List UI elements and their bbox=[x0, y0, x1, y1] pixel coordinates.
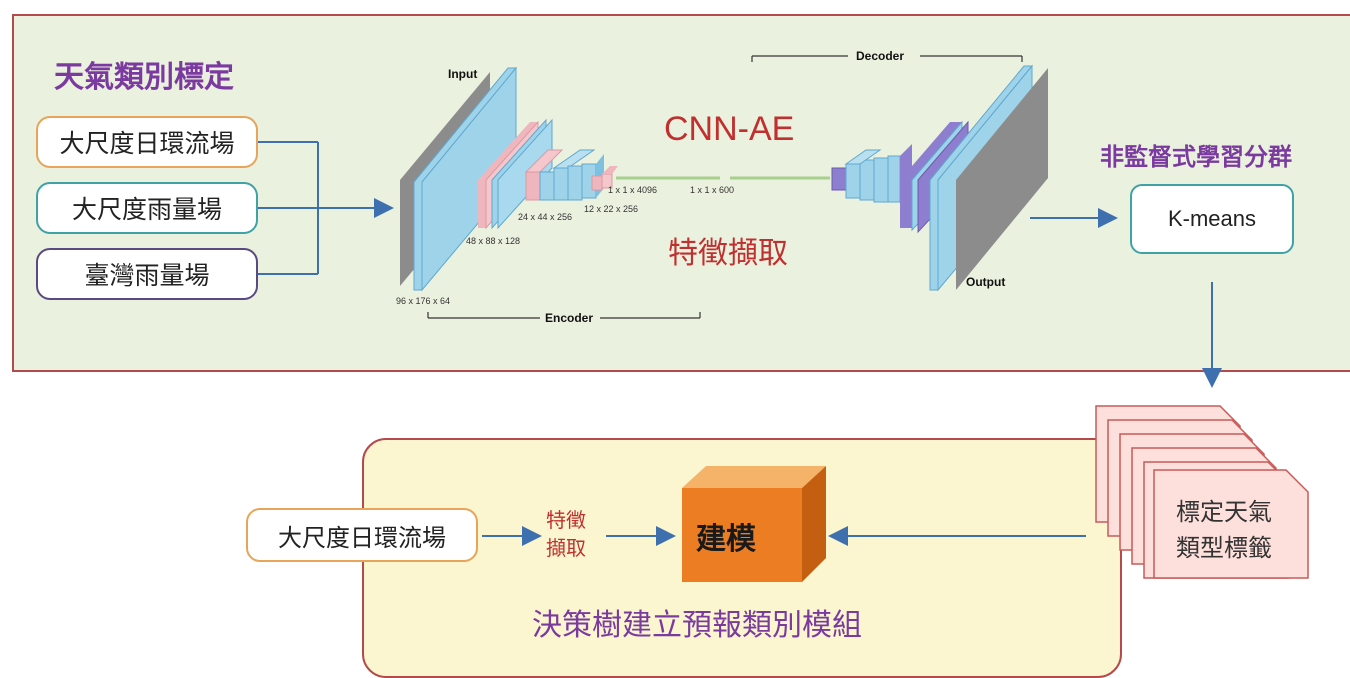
dim-label: 96 x 176 x 64 bbox=[396, 296, 451, 306]
enc-pink-3 bbox=[591, 175, 603, 191]
enc-pink-2 bbox=[525, 171, 541, 201]
kmeans-box: K-means bbox=[1130, 184, 1294, 254]
feature-line-2: 擷取 bbox=[546, 536, 586, 560]
clustering-title: 非監督式學習分群 bbox=[1100, 143, 1292, 171]
input-connector bbox=[258, 141, 394, 275]
kmeans-label: K-means bbox=[1167, 206, 1257, 231]
bottom-feature-label: 特徵 擷取 bbox=[546, 506, 586, 562]
dec-purple-2 bbox=[900, 122, 962, 228]
dec-purple-1 bbox=[831, 167, 847, 191]
enc-blue-2 bbox=[539, 171, 555, 201]
bottom-input-box: 大尺度日環流場 bbox=[246, 508, 478, 562]
bottom-input-label: 大尺度日環流場 bbox=[278, 523, 446, 552]
decoder-layers bbox=[831, 64, 1048, 292]
decoder-bracket bbox=[751, 55, 1023, 62]
label-card-stack bbox=[1095, 405, 1309, 579]
decoder-label: Decoder bbox=[856, 49, 905, 63]
input-box-rainfall: 大尺度雨量場 bbox=[36, 182, 258, 234]
dim-label: 12 x 22 x 256 bbox=[584, 204, 639, 214]
dim-label: 24 x 44 x 256 bbox=[518, 212, 573, 222]
encoder-layers bbox=[400, 66, 618, 292]
label-card-front bbox=[1153, 469, 1309, 579]
model-cube bbox=[682, 466, 826, 582]
dec-blue-1 bbox=[845, 163, 861, 199]
labels-text: 標定天氣 類型標籤 bbox=[1176, 494, 1272, 566]
model-label: 建模 bbox=[696, 522, 756, 557]
bottom-title: 決策樹建立預報類別模組 bbox=[532, 608, 862, 643]
encoder-label: Encoder bbox=[545, 311, 594, 325]
diagram-canvas bbox=[258, 55, 1309, 582]
model-name: CNN-AE bbox=[664, 110, 795, 148]
feature-extraction-label: 特徵擷取 bbox=[668, 236, 788, 271]
input-box-taiwan-rainfall: 臺灣雨量場 bbox=[36, 248, 258, 300]
input-label: Input bbox=[448, 67, 478, 81]
encoder-bracket bbox=[427, 312, 701, 319]
dim-label: 1 x 1 x 600 bbox=[690, 185, 735, 195]
labels-line-2: 類型標籤 bbox=[1176, 534, 1272, 562]
dim-label: 48 x 88 x 128 bbox=[466, 236, 521, 246]
dim-label: 1 x 1 x 4096 bbox=[608, 185, 658, 195]
input-box-label: 大尺度日環流場 bbox=[59, 129, 235, 158]
output-layer-gray bbox=[956, 68, 1048, 290]
top-title: 天氣類別標定 bbox=[54, 60, 234, 95]
input-box-label: 大尺度雨量場 bbox=[71, 195, 222, 224]
input-box-label: 臺灣雨量場 bbox=[84, 261, 210, 290]
feature-line-1: 特徵 bbox=[546, 508, 586, 532]
output-label: Output bbox=[966, 275, 1006, 289]
input-box-circulation: 大尺度日環流場 bbox=[36, 116, 258, 168]
labels-line-1: 標定天氣 bbox=[1176, 498, 1272, 526]
